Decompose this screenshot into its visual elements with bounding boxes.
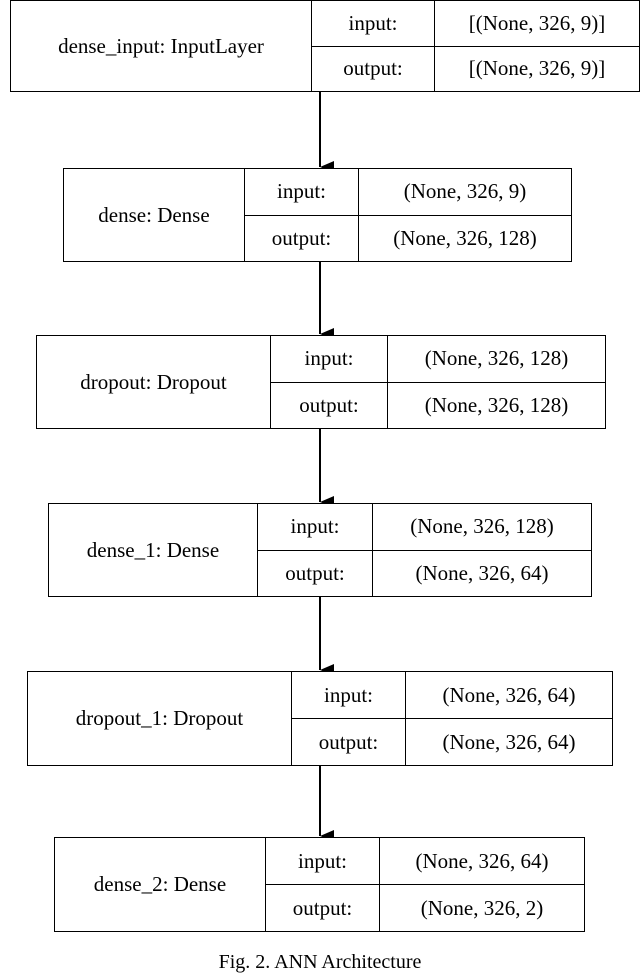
layer-name: dense_2: Dense <box>55 838 266 931</box>
io-labels: input: output: <box>292 672 406 765</box>
io-shapes: (None, 326, 128) (None, 326, 128) <box>388 336 605 428</box>
input-label: input: <box>312 1 434 47</box>
figure-caption: Fig. 2. ANN Architecture <box>218 951 422 973</box>
output-shape: (None, 326, 64) <box>442 729 576 754</box>
layer-node-dense-2: dense_2: Dense input: output: (None, 326… <box>54 837 585 932</box>
input-shape: (None, 326, 128) <box>373 504 591 551</box>
layer-node-dense-input: dense_input: InputLayer input: output: [… <box>10 0 640 92</box>
layer-name: dropout: Dropout <box>37 336 271 428</box>
input-shape: (None, 326, 64) <box>380 838 584 885</box>
output-label: output: <box>292 895 353 920</box>
output-label: output: <box>271 225 332 250</box>
layer-name: dense_input: InputLayer <box>11 1 312 91</box>
io-labels: input: output: <box>271 336 388 428</box>
output-label: output: <box>343 56 403 81</box>
input-label: input: <box>258 504 372 551</box>
io-labels: input: output: <box>258 504 373 596</box>
layer-name: dropout_1: Dropout <box>28 672 292 765</box>
layer-node-dense: dense: Dense input: output: (None, 326, … <box>63 168 572 262</box>
layer-node-dropout: dropout: Dropout input: output: (None, 3… <box>36 335 606 429</box>
io-labels: input: output: <box>312 1 435 91</box>
io-shapes: (None, 326, 64) (None, 326, 64) <box>406 672 612 765</box>
input-shape: [(None, 326, 9)] <box>435 1 639 47</box>
layer-node-dropout-1: dropout_1: Dropout input: output: (None,… <box>27 671 613 766</box>
input-shape: (None, 326, 128) <box>388 336 605 383</box>
input-label: input: <box>245 169 358 216</box>
io-shapes: (None, 326, 128) (None, 326, 64) <box>373 504 591 596</box>
output-shape: (None, 326, 128) <box>424 392 569 417</box>
layer-name: dense_1: Dense <box>49 504 258 596</box>
layer-node-dense-1: dense_1: Dense input: output: (None, 326… <box>48 503 592 597</box>
io-shapes: (None, 326, 9) (None, 326, 128) <box>359 169 571 261</box>
output-shape: (None, 326, 64) <box>415 560 549 585</box>
io-shapes: [(None, 326, 9)] [(None, 326, 9)] <box>435 1 639 91</box>
output-shape: (None, 326, 2) <box>420 895 544 920</box>
output-shape: (None, 326, 128) <box>393 225 537 250</box>
output-label: output: <box>299 392 359 417</box>
output-label: output: <box>318 729 379 754</box>
input-shape: (None, 326, 64) <box>406 672 612 719</box>
input-label: input: <box>266 838 379 885</box>
input-shape: (None, 326, 9) <box>359 169 571 216</box>
output-label: output: <box>285 560 345 585</box>
input-label: input: <box>292 672 405 719</box>
layer-name: dense: Dense <box>64 169 245 261</box>
io-shapes: (None, 326, 64) (None, 326, 2) <box>380 838 584 931</box>
io-labels: input: output: <box>245 169 359 261</box>
io-labels: input: output: <box>266 838 380 931</box>
input-label: input: <box>271 336 387 383</box>
output-shape: [(None, 326, 9)] <box>468 56 606 81</box>
